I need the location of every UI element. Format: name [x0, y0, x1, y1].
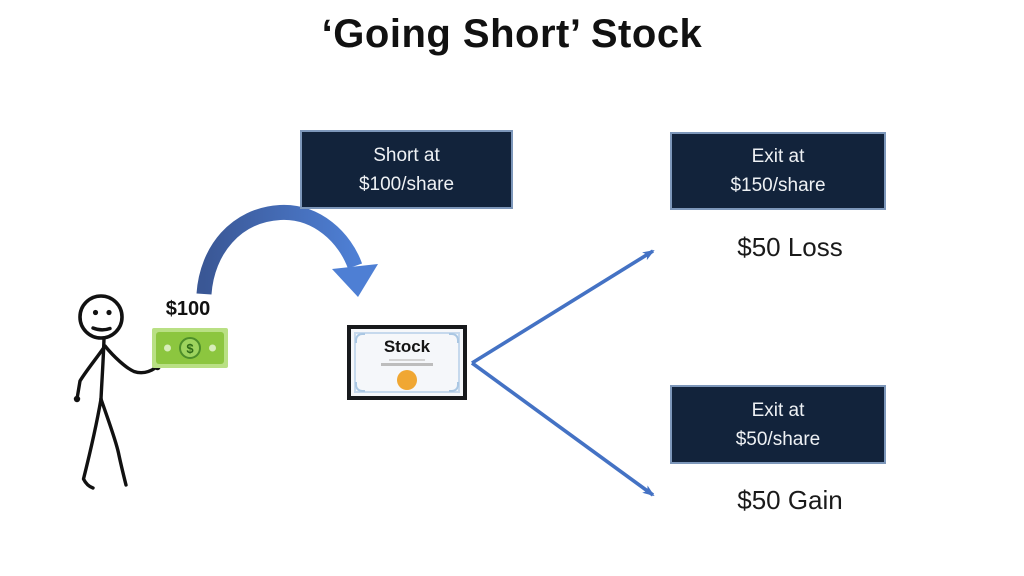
stick-figure-right-leg: [99, 397, 128, 487]
certificate-corner-flourish: [355, 382, 365, 392]
exit-gain-line1: Exit at: [751, 399, 805, 421]
stick-figure-hand: [73, 395, 81, 403]
exit-gain-line2: $50/share: [735, 428, 821, 450]
exit-gain-box: Exit at $50/share: [670, 385, 886, 464]
dollar-sign-icon: $: [179, 337, 201, 359]
gain-amount-label: $50 Gain: [737, 485, 843, 515]
page-title: ‘Going Short’ Stock: [321, 12, 703, 56]
short-entry-box: Short at $100/share: [300, 130, 513, 209]
certificate-corner-flourish: [449, 333, 459, 343]
certificate-text-line: [389, 359, 425, 361]
money-amount-label: $100: [165, 298, 211, 320]
stick-figure-eye: [106, 309, 112, 316]
dollar-bill-icon: $: [152, 328, 228, 368]
certificate-title: Stock: [383, 337, 431, 356]
arrow-to-gain-exit: [470, 361, 655, 497]
stick-figure-head: [78, 294, 124, 340]
certificate-corner-flourish: [355, 333, 365, 343]
certificate-corner-flourish: [449, 382, 459, 392]
bill-dot: [209, 344, 216, 352]
stick-figure-left-arm: [75, 344, 107, 398]
exit-loss-line1: Exit at: [751, 146, 805, 167]
curved-arrow-icon: [196, 204, 378, 297]
exit-loss-box: Exit at $150/share: [670, 132, 886, 210]
bill-dot: [164, 344, 171, 352]
stick-figure-right-arm: [103, 344, 158, 375]
certificate-text-line: [381, 363, 433, 366]
loss-amount-label: $50 Loss: [737, 232, 843, 262]
stick-figure-torso: [99, 336, 106, 401]
short-entry-line2: $100/share: [358, 173, 455, 195]
exit-loss-line2: $150/share: [730, 175, 826, 196]
dollar-bill-field: $: [156, 332, 224, 364]
stick-figure-eye: [92, 309, 99, 316]
stick-figure-mouth: [91, 326, 112, 332]
arrow-to-loss-exit: [471, 249, 655, 365]
certificate-seal-icon: [397, 370, 417, 390]
stock-certificate: Stock: [347, 325, 467, 400]
short-entry-line1: Short at: [373, 144, 440, 166]
stick-figure-person: [73, 294, 161, 490]
stick-figure-left-leg: [81, 397, 103, 490]
